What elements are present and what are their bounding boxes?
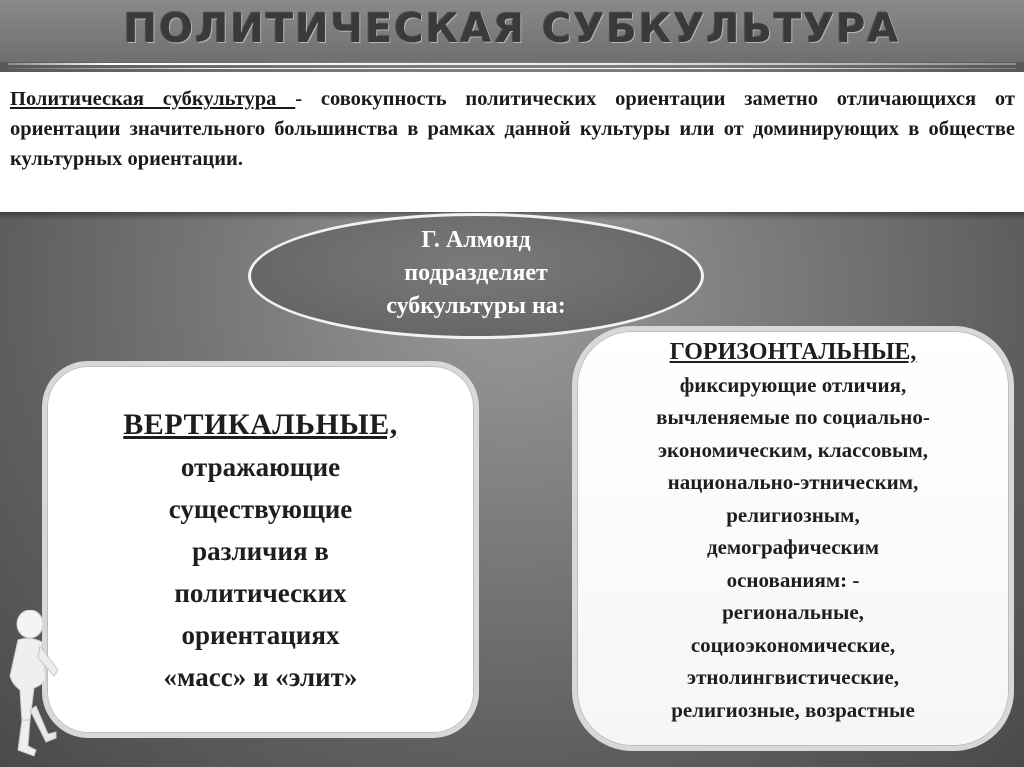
title-divider-thin (8, 68, 1016, 69)
horizontal-box (572, 326, 1014, 751)
horizontal-line: религиозным, (726, 502, 860, 527)
horizontal-line: этнолингвистические, (687, 665, 899, 689)
horizontal-line: социоэкономические, (690, 632, 896, 657)
horizontal-line: национально-этническим, (667, 470, 919, 494)
vertical-text: ВЕРТИКАЛЬНЫЕ, отражающие существующие ра… (42, 404, 479, 698)
vertical-line: существующие (168, 494, 353, 524)
vertical-line: «масс» и «элит» (163, 662, 358, 692)
white-3d-figure-icon (9, 610, 59, 757)
horizontal-line: основаниям: - (726, 567, 860, 592)
horizontal-line: демографическим (706, 535, 880, 559)
title-divider (8, 63, 1016, 65)
vertical-line: политических (174, 578, 347, 608)
almond-caption: Г. Алмонд подразделяет субкультуры на: (248, 224, 704, 323)
horizontal-line: экономическим, классовым, (657, 437, 929, 462)
page-title: ПОЛИТИЧЕСКАЯ СУБКУЛЬТУРА (123, 6, 901, 52)
vertical-box (42, 361, 479, 738)
vertical-line: отражающие (180, 452, 341, 482)
vertical-line: различия в (192, 536, 329, 566)
definition-paragraph: Политическая субкультура - совокупность … (10, 84, 1015, 174)
ellipse-line: субкультуры на: (386, 293, 566, 319)
horizontal-text: ГОРИЗОНТАЛЬНЫЕ, фиксирующие отличия, выч… (572, 336, 1014, 726)
horizontal-heading: ГОРИЗОНТАЛЬНЫЕ, (669, 339, 917, 365)
horizontal-line: фиксирующие отличия, (679, 372, 907, 397)
horizontal-line: религиозные, возрастные (671, 697, 915, 722)
vertical-heading: ВЕРТИКАЛЬНЫЕ, (123, 408, 398, 441)
horizontal-line: региональные, (722, 600, 864, 624)
ellipse-line: подразделяет (404, 260, 548, 286)
ellipse-line: Г. Алмонд (421, 227, 531, 253)
horizontal-line: вычленяемые по социально- (656, 405, 930, 429)
definition-term: Политическая субкультура (10, 88, 296, 110)
vertical-line: ориентациях (181, 620, 340, 650)
almond-ellipse (248, 213, 704, 339)
title-band (0, 0, 1024, 62)
definition-text: - совокупность политических ориентации з… (10, 88, 1015, 170)
